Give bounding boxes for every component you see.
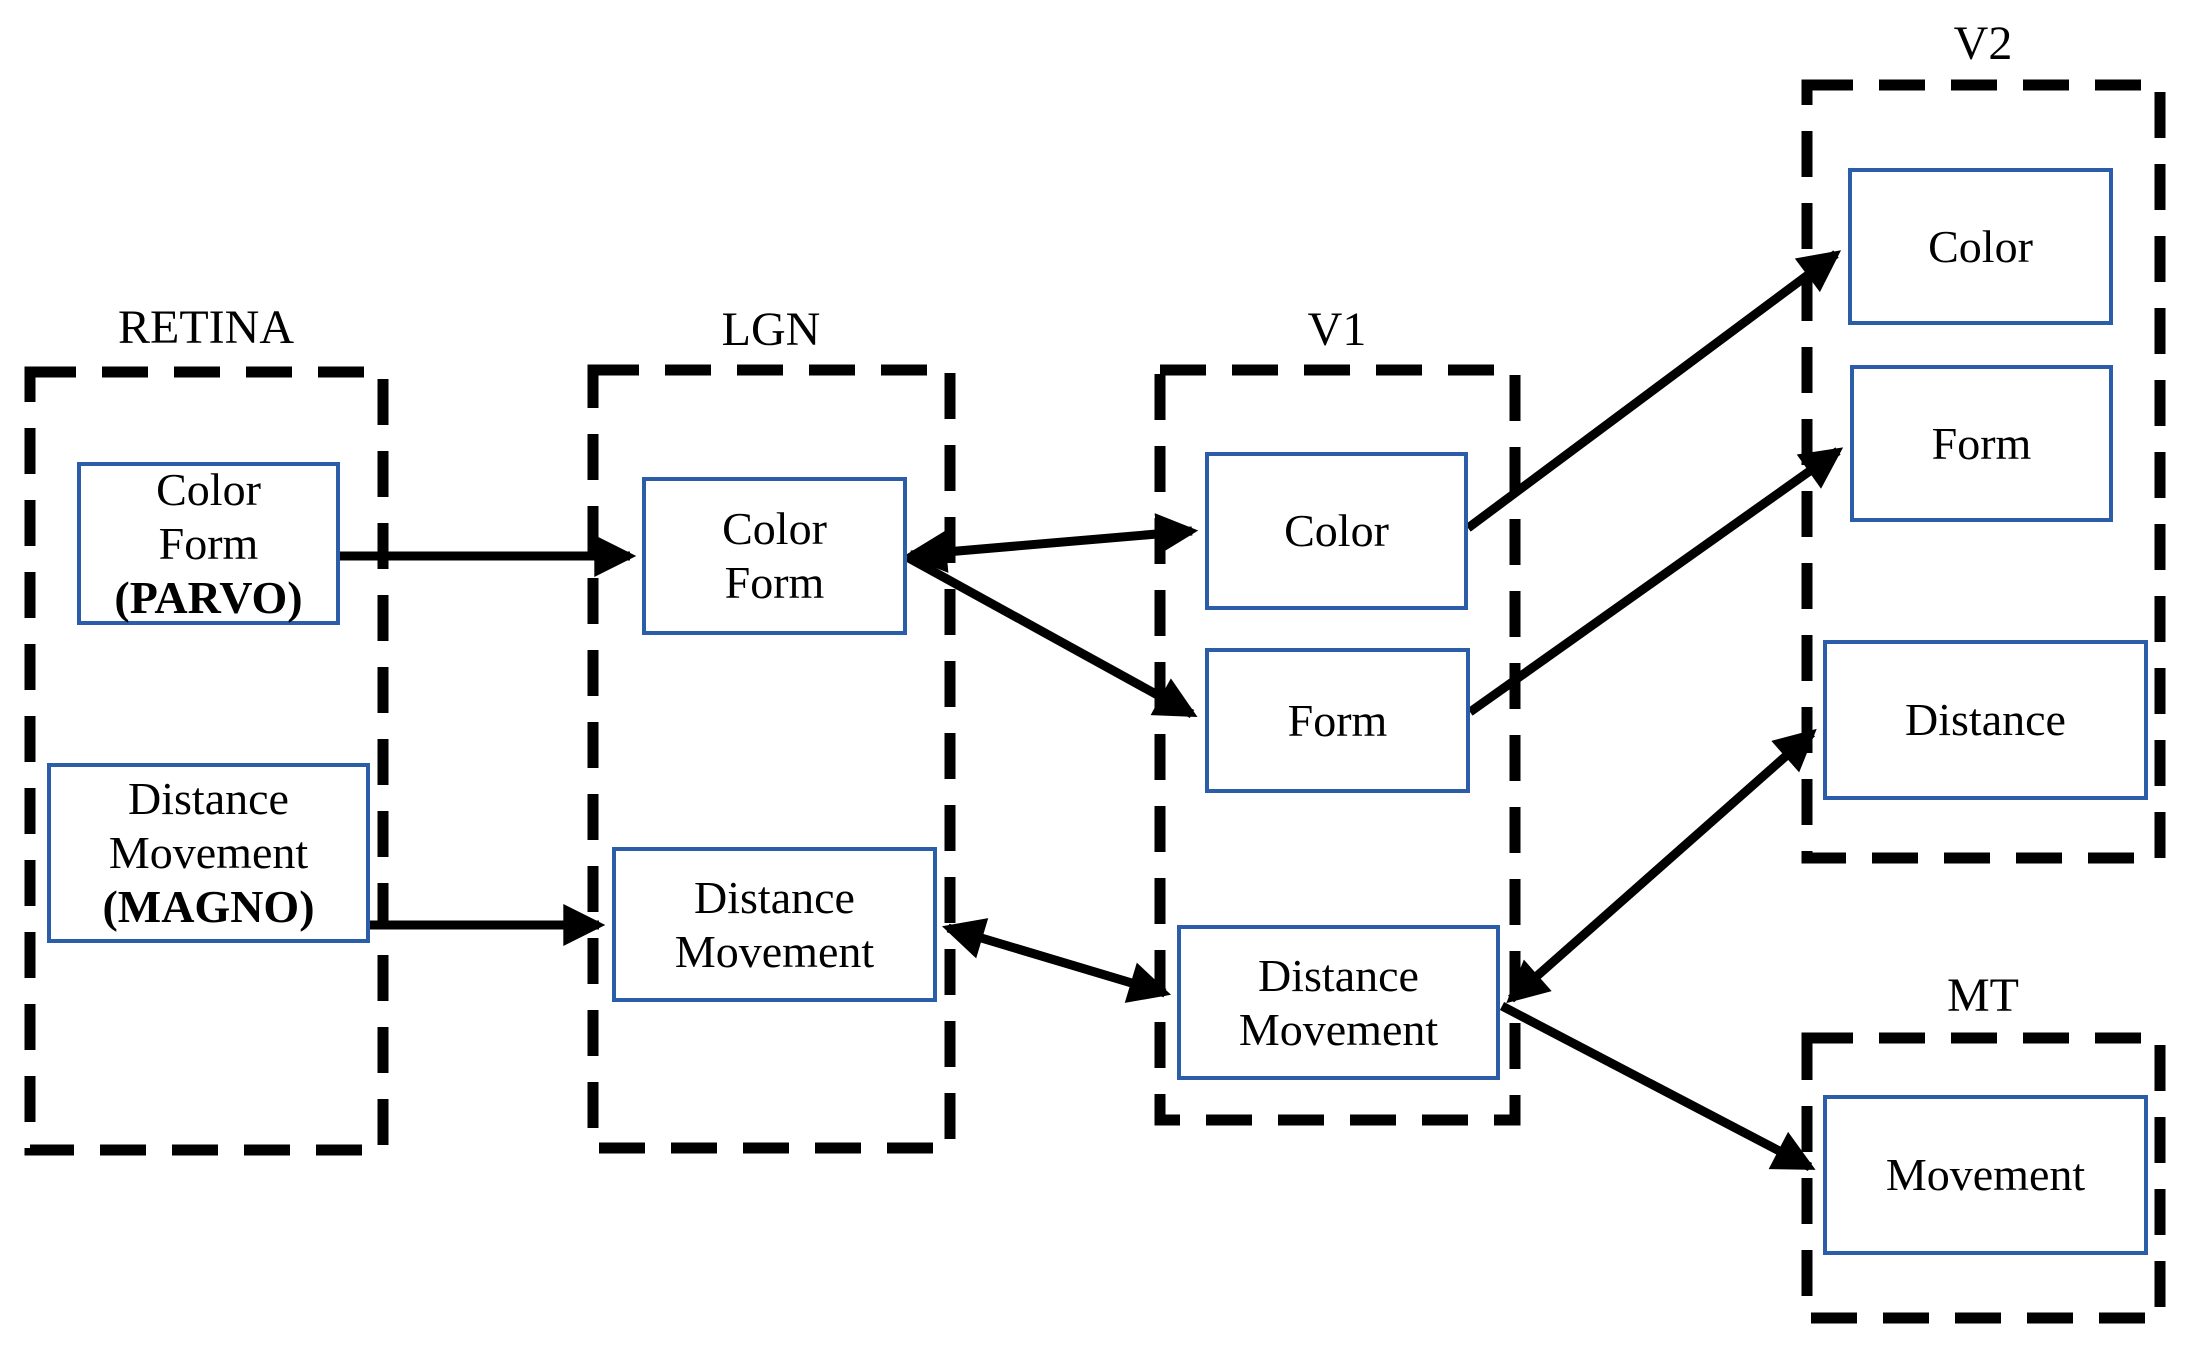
- region-box-v2: [1801, 79, 2166, 864]
- node-label-line: Movement: [1885, 1149, 2086, 1200]
- arrow-lgn-colorform-v1-color: [904, 513, 1199, 573]
- node-label-line: Distance: [1905, 694, 2066, 745]
- node-mt-movement: Movement: [1823, 1095, 2148, 1255]
- arrow-v1-form-v2-form: [1467, 447, 1844, 716]
- node-label-line: Color: [156, 463, 261, 515]
- arrow-lgn-distmov-v1-distmov: [941, 918, 1172, 1003]
- node-label-line: Color: [722, 503, 827, 554]
- region-label-retina: RETINA: [118, 301, 294, 354]
- node-label-line: Movement: [674, 925, 875, 977]
- region-box-lgn: [587, 364, 956, 1154]
- region-label-mt: MT: [1947, 969, 2019, 1022]
- node-lgn-color-form: Color Form: [642, 477, 907, 635]
- node-label-line: Form: [1287, 694, 1388, 746]
- node-lgn-distance-movement: Distance Movement: [612, 847, 937, 1002]
- node-label-line: Form: [724, 557, 825, 608]
- node-label-line: Form: [158, 517, 259, 569]
- node-label-line: Distance: [694, 871, 855, 923]
- node-v1-color: Color: [1205, 452, 1468, 610]
- node-v1-distance-movement: Distance Movement: [1177, 925, 1500, 1080]
- node-retina-magno: Distance Movement (MAGNO): [47, 763, 370, 943]
- node-v1-form: Form: [1205, 648, 1470, 793]
- region-label-v1: V1: [1307, 303, 1367, 356]
- node-label-line: Movement: [108, 827, 309, 878]
- region-label-lgn: LGN: [721, 303, 821, 356]
- node-label-line: (MAGNO): [102, 881, 315, 932]
- node-label-line: Form: [1931, 417, 2032, 469]
- node-label-line: Distance: [1258, 949, 1419, 1001]
- node-retina-parvo: Color Form (PARVO): [77, 462, 340, 625]
- node-label-line: (PARVO): [114, 571, 303, 623]
- arrow-v1-color-v2-color: [1465, 250, 1842, 532]
- region-label-v2: V2: [1953, 17, 2013, 70]
- node-v2-form: Form: [1850, 365, 2113, 522]
- node-label-line: Color: [1284, 505, 1389, 556]
- node-v2-color: Color: [1848, 168, 2113, 325]
- region-box-retina: [24, 366, 389, 1156]
- arrow-v1-distmov-v2-distance: [1506, 728, 1817, 1004]
- arrow-lgn-colorform-v1-form: [904, 553, 1198, 718]
- arrow-v1-distmov-mt-movement: [1499, 1002, 1816, 1171]
- region-box-mt: [1801, 1032, 2166, 1324]
- node-v2-distance: Distance: [1823, 640, 2148, 800]
- node-label-line: Color: [1928, 220, 2033, 272]
- node-label-line: Movement: [1238, 1003, 1439, 1055]
- node-label-line: Distance: [128, 773, 289, 824]
